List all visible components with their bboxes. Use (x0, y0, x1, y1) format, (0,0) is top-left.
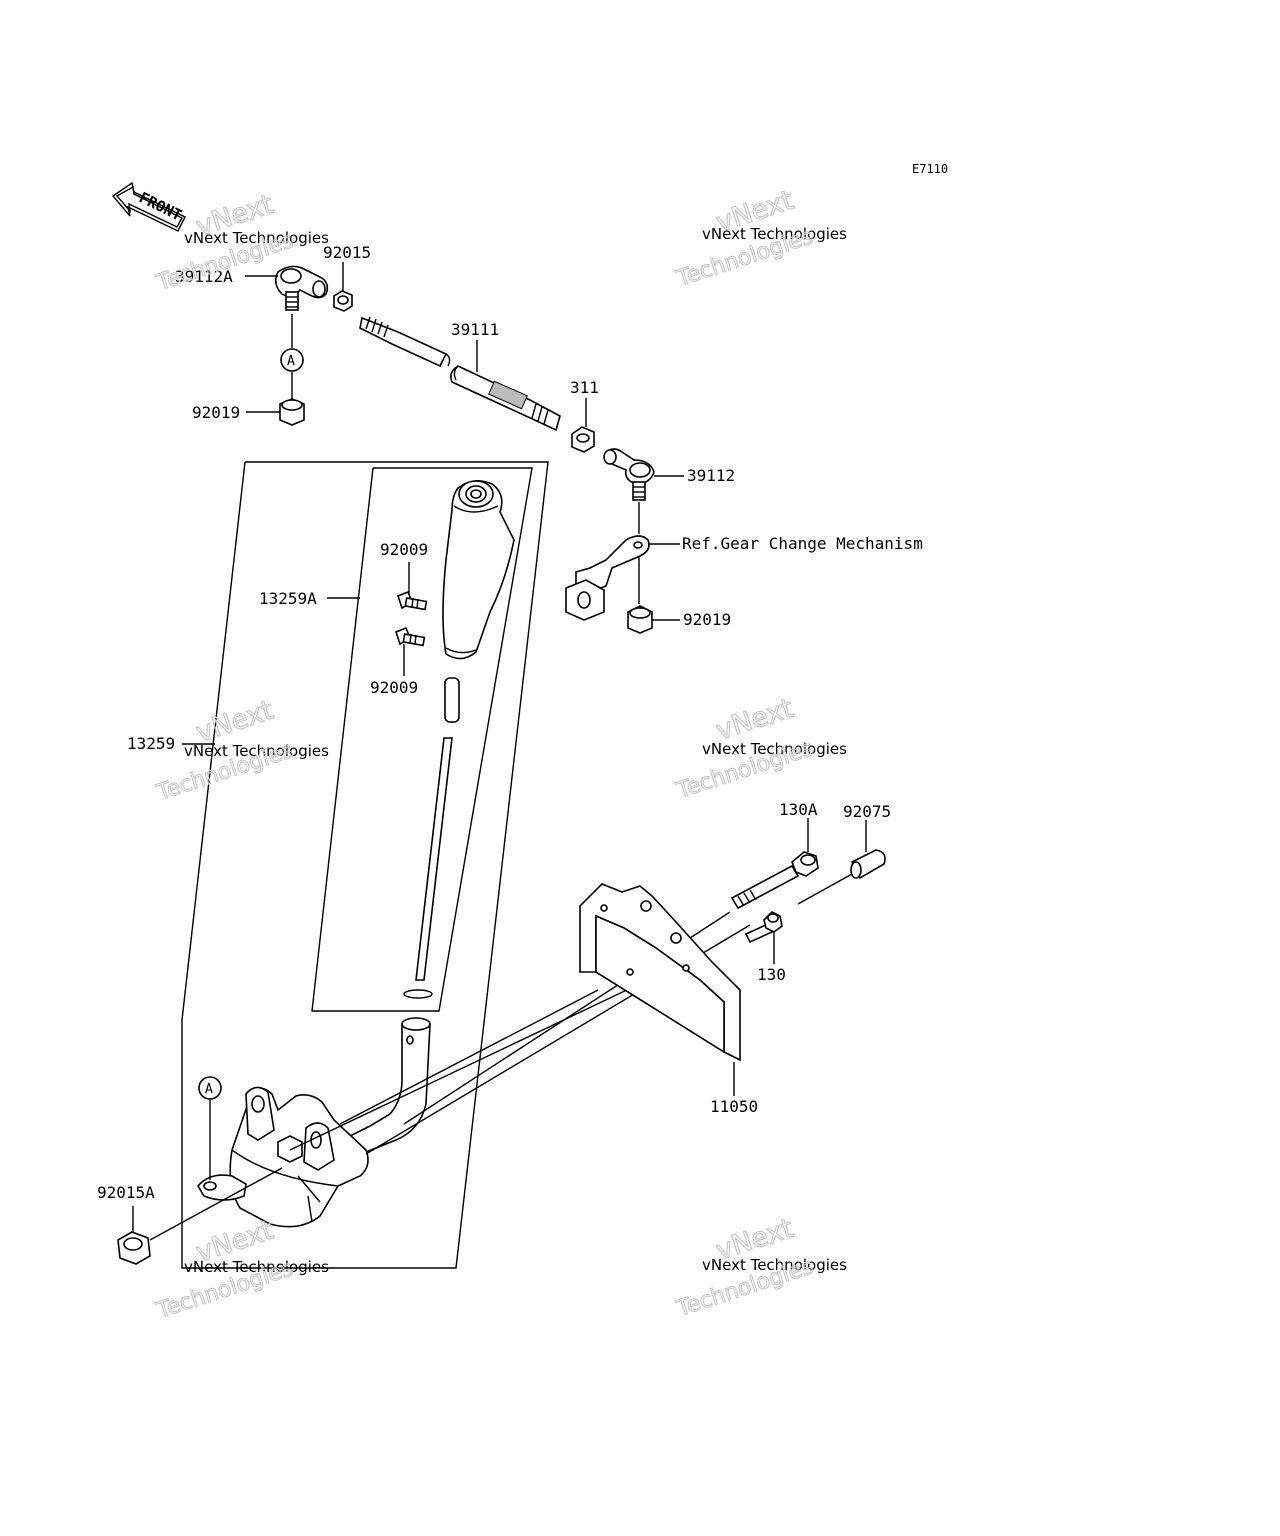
assembly-box-13259 (181, 461, 549, 1269)
callout-a-bottom: A (205, 1082, 213, 1097)
watermark-middle-left: vNext vNext Technologies Technologies (153, 694, 330, 806)
shift-lever-base (197, 1017, 431, 1228)
o-ring (403, 989, 433, 999)
label-39112: 39112 (687, 466, 735, 485)
shift-knob (442, 480, 515, 660)
label-39112A: 39112A (175, 267, 233, 286)
watermark-bottom-right: vNext vNext Technologies Technologies (673, 1212, 848, 1322)
diagram-code: E7110 (912, 162, 948, 176)
bolt-130 (744, 911, 783, 944)
label-11050: 11050 (710, 1097, 758, 1116)
sleeve-92075 (850, 849, 886, 880)
callout-a-circle-top (280, 348, 304, 372)
front-arrow-icon: FRONT (111, 181, 186, 232)
nut-92015A (117, 1231, 151, 1265)
watermark-middle-right: vNext vNext Technologies Technologies (673, 692, 848, 804)
nut-92019-right (627, 605, 653, 634)
label-13259: 13259 (127, 734, 175, 753)
rod-39111 (359, 316, 561, 432)
watermark-bottom-left: vNext vNext Technologies Technologies (153, 1214, 330, 1324)
gear-change-arm (565, 535, 650, 621)
label-130A: 130A (779, 800, 818, 819)
callout-a-top: A (287, 354, 295, 369)
assembly-box-13259A (311, 467, 533, 1012)
callout-a-circle-bottom (198, 1076, 222, 1100)
svg-text:vNext Technologies: vNext Technologies (184, 1258, 329, 1276)
bolt-130A (730, 851, 819, 910)
svg-text:vNext Technologies: vNext Technologies (702, 740, 847, 758)
label-92019-right: 92019 (683, 610, 731, 629)
svg-text:vNext Technologies: vNext Technologies (702, 225, 847, 243)
label-92019-top: 92019 (192, 403, 240, 422)
shift-rod (415, 737, 453, 981)
sleeve (444, 677, 460, 723)
label-311: 311 (570, 378, 599, 397)
screw-92009-b (395, 626, 426, 647)
label-92075: 92075 (843, 802, 891, 821)
watermark-top-right: vNext vNext Technologies Technologies (673, 184, 848, 292)
reference-note: Ref.Gear Change Mechanism (682, 534, 923, 553)
label-92009-a: 92009 (380, 540, 428, 559)
label-92015: 92015 (323, 243, 371, 262)
label-39111: 39111 (451, 320, 499, 339)
bracket-11050 (579, 883, 741, 1062)
svg-text:vNext: vNext (193, 695, 278, 749)
screw-92009-a (397, 590, 428, 611)
label-92015A: 92015A (97, 1183, 155, 1202)
svg-text:vNext Technologies: vNext Technologies (184, 229, 329, 247)
nut-311 (571, 426, 595, 453)
rod-end-39112 (603, 448, 655, 501)
nut-92015 (333, 290, 353, 312)
nut-92019-top (279, 398, 305, 426)
label-13259A: 13259A (259, 589, 317, 608)
label-130: 130 (757, 965, 786, 984)
svg-text:vNext: vNext (713, 693, 798, 747)
svg-text:vNext Technologies: vNext Technologies (184, 742, 329, 760)
rod-end-39112A (274, 265, 329, 311)
svg-text:vNext Technologies: vNext Technologies (702, 1256, 847, 1274)
label-92009-b: 92009 (370, 678, 418, 697)
